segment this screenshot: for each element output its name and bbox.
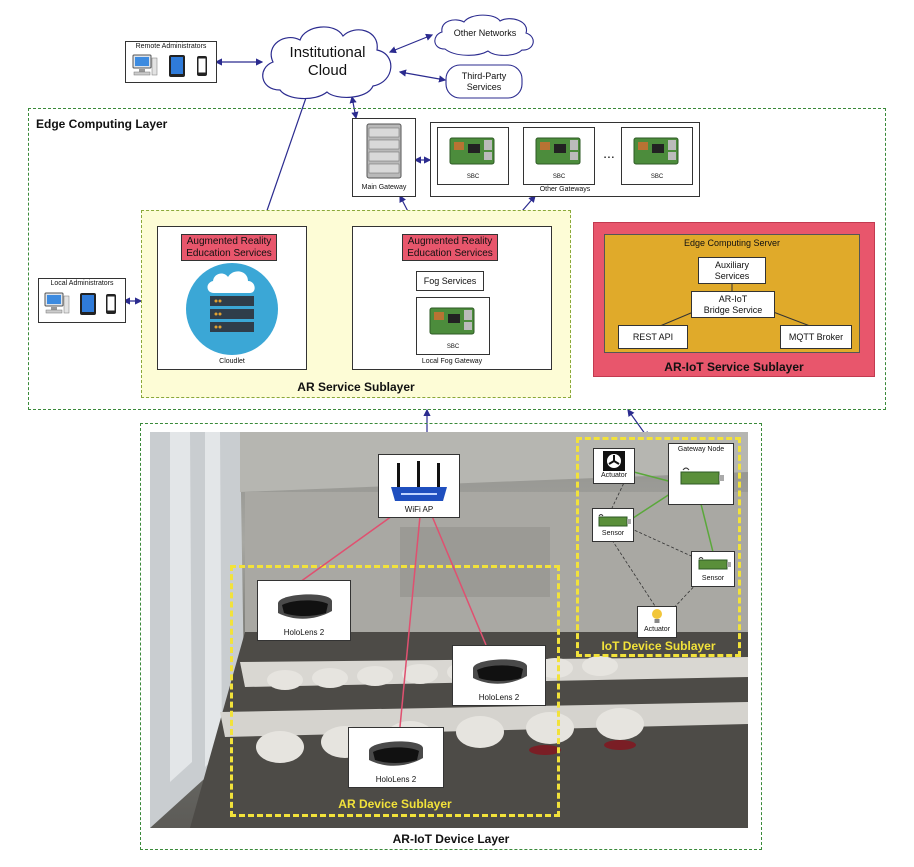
wifi-ap-box: WiFi AP [378, 454, 460, 518]
actuator-light: Actuator [637, 606, 677, 638]
desktop-computer-icon [44, 292, 70, 314]
third-party-services-label: Third-Party Services [461, 71, 507, 92]
zigbee-dongle-icon [680, 467, 724, 485]
other-networks-label: Other Networks [453, 28, 517, 38]
cloudlet-server-icon [186, 263, 278, 355]
smartphone-icon [106, 294, 116, 314]
sensor-label: Sensor [601, 530, 625, 537]
desktop-computer-icon [132, 54, 158, 76]
gateway-node: Gateway Node [668, 443, 734, 505]
hololens-headset-icon [278, 594, 332, 619]
link-cloud-cloudlet [260, 90, 310, 227]
hololens-label: HoloLens 2 [478, 693, 520, 702]
remote-admins-panel: Remote Administrators [125, 41, 217, 83]
ellipsis-label: ... [603, 145, 615, 161]
ar-iot-service-title: AR-IoT Service Sublayer [664, 360, 804, 374]
mqtt-broker-box: MQTT Broker [780, 325, 852, 349]
light-bulb-icon [652, 609, 662, 623]
ar-iot-bridge-box: AR-IoT Bridge Service [691, 291, 775, 318]
ar-education-services-head: Augmented Reality Education Services [181, 234, 277, 261]
sbc-board-icon [449, 137, 495, 165]
device-layer-title: AR-IoT Device Layer [392, 832, 510, 846]
cloudlet-box: Augmented Reality Education Services Clo… [157, 226, 307, 370]
local-fog-gateway-label: Local Fog Gateway [421, 358, 483, 365]
wifi-ap-label: WiFi AP [404, 505, 434, 514]
sensor-dongle-icon [598, 514, 631, 527]
local-admins-panel: Local Administrators [38, 278, 126, 323]
hololens-headset-icon [369, 741, 423, 766]
ar-iot-device-layer [140, 423, 762, 850]
sbc-board-icon [429, 307, 475, 335]
hololens-label: HoloLens 2 [283, 628, 325, 637]
fog-services-box: Fog Services [416, 271, 484, 291]
auxiliary-services-box: Auxiliary Services [698, 257, 766, 284]
sbc-label: SBC [446, 344, 460, 350]
ar-device-sublayer [230, 565, 560, 817]
other-networks-cloud-icon [434, 14, 534, 56]
ar-education-services-head: Augmented Reality Education Services [402, 234, 498, 261]
gateway-sbc-1: SBC [437, 127, 509, 185]
hololens-headset-icon [473, 659, 527, 684]
iot-device-sublayer-title: IoT Device Sublayer [601, 639, 716, 653]
ar-device-sublayer-title: AR Device Sublayer [338, 797, 452, 811]
edge-server-title: Edge Computing Server [683, 238, 781, 248]
hololens-1: HoloLens 2 [257, 580, 351, 641]
fog-sbc-box: SBC [416, 297, 490, 355]
link-cloud-othernet [388, 33, 434, 54]
server-rack-icon [366, 123, 402, 179]
other-gateways-box: SBC SBC ... SBC Other Gateways [430, 122, 700, 197]
institutional-cloud-label: Institutional Cloud [289, 44, 366, 79]
sbc-label: SBC [466, 174, 480, 180]
actuator-label: Actuator [600, 472, 628, 479]
third-party-services-icon [445, 64, 523, 99]
other-gateways-label: Other Gateways [539, 186, 591, 193]
hololens-2: HoloLens 2 [452, 645, 546, 706]
gateway-node-label: Gateway Node [677, 446, 725, 453]
tablet-icon [80, 293, 96, 315]
remote-admins-label: Remote Administrators [135, 43, 207, 50]
hololens-3: HoloLens 2 [348, 727, 444, 788]
sensor-dongle-icon [698, 557, 731, 570]
main-gateway-label: Main Gateway [361, 184, 407, 191]
smartphone-icon [197, 56, 207, 76]
ar-service-title: AR Service Sublayer [297, 380, 415, 394]
link-cloud-maingw [349, 95, 359, 120]
local-fog-gateway-box: Augmented Reality Education Services Fog… [352, 226, 552, 370]
wifi-router-icon [391, 461, 447, 501]
actuator-label: Actuator [643, 626, 671, 633]
sbc-board-icon [535, 137, 581, 165]
tablet-icon [169, 55, 185, 77]
sbc-label: SBC [552, 174, 566, 180]
rest-api-box: REST API [618, 325, 688, 349]
hololens-label: HoloLens 2 [375, 775, 417, 784]
sensor-1: Sensor [592, 508, 634, 542]
sbc-label: SBC [650, 174, 664, 180]
local-admins-label: Local Administrators [50, 280, 114, 287]
gateway-sbc-3: SBC [621, 127, 693, 185]
edge-computing-layer [28, 108, 886, 410]
actuator-fan: Actuator [593, 448, 635, 484]
iot-device-sublayer [576, 437, 741, 657]
fan-icon [603, 451, 625, 471]
gateway-sbc-2: SBC [523, 127, 595, 185]
edge-layer-title: Edge Computing Layer [36, 117, 168, 131]
sensor-2: Sensor [691, 551, 735, 587]
main-gateway-box: Main Gateway [352, 118, 416, 197]
sensor-label: Sensor [701, 575, 725, 582]
cloudlet-label: Cloudlet [219, 358, 245, 365]
sbc-board-icon [633, 137, 679, 165]
link-cloud-thirdparty [398, 69, 447, 83]
institutional-cloud-icon [262, 26, 392, 100]
